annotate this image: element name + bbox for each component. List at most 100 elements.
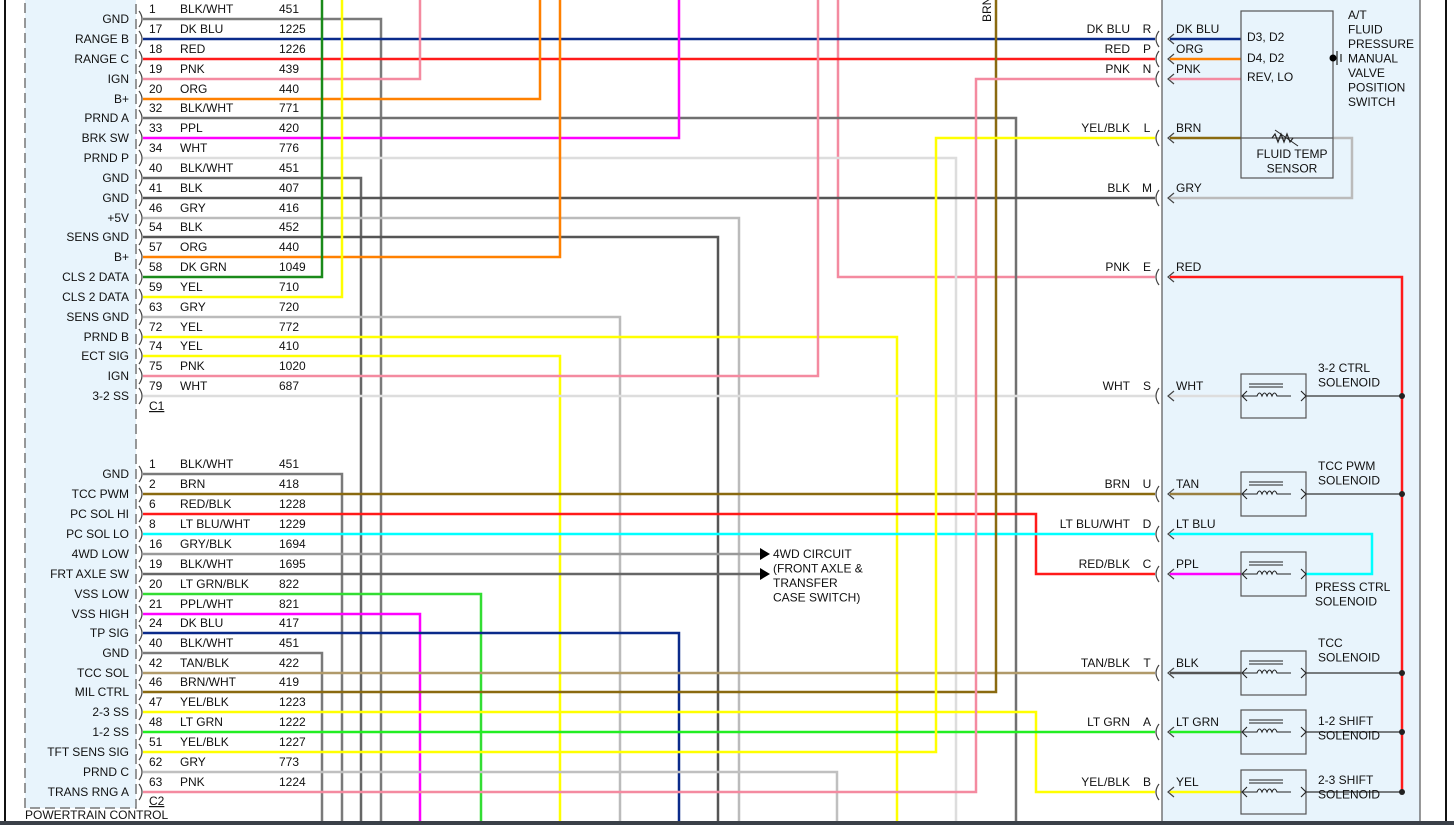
pin-function-label: PC SOL LO	[66, 527, 129, 541]
circuit-number: 451	[279, 2, 299, 16]
pin-number: 42	[149, 656, 163, 670]
harness-color-label: TAN/BLK	[1081, 656, 1130, 670]
pin-number: 17	[149, 22, 163, 36]
circuit-number: 1695	[279, 557, 306, 571]
pin-terminal-icon	[138, 209, 143, 227]
pin-function-label: B+	[114, 250, 129, 264]
wire-color-label: PNK	[180, 62, 205, 76]
pin-number: 32	[149, 101, 163, 115]
pin-function-label: GND	[102, 467, 129, 481]
connector-terminal-icon	[1155, 189, 1160, 207]
fourwd-circuit-note: CASE SWITCH)	[773, 591, 860, 605]
harness-color-label: BRN	[1105, 477, 1130, 491]
wire-c1-54	[143, 235, 720, 825]
pin-number: 16	[149, 537, 163, 551]
ground-point-icon	[1329, 54, 1337, 62]
circuit-number: 440	[279, 82, 299, 96]
junction-dot-icon	[1399, 393, 1405, 399]
pin-number: 75	[149, 359, 163, 373]
wire-color-label: GRY/BLK	[180, 537, 232, 551]
pin-number: 6	[149, 497, 156, 511]
internal-color-label: PNK	[1176, 62, 1201, 76]
wire-c1-57	[143, 0, 562, 259]
junction-dot-icon	[1399, 729, 1405, 735]
connector-pin-letter: R	[1143, 22, 1152, 36]
pin-terminal-icon	[138, 525, 143, 543]
pin-function-label: IGN	[108, 72, 129, 86]
wire-color-label: BLK/WHT	[180, 161, 234, 175]
pin-function-label: SENS GND	[66, 230, 129, 244]
wire-color-label: BRN/WHT	[180, 675, 237, 689]
circuit-number: 420	[279, 121, 299, 135]
pin-number: 62	[149, 755, 163, 769]
internal-color-label: LT GRN	[1176, 715, 1219, 729]
connector-terminal-icon	[1155, 387, 1160, 405]
wire-color-label: BLK/WHT	[180, 636, 234, 650]
circuit-number: 720	[279, 300, 299, 314]
pin-number: 46	[149, 201, 163, 215]
wire-c1-1	[143, 17, 383, 825]
arrow-icon	[1167, 33, 1175, 45]
switch-contact-label: D3, D2	[1247, 30, 1285, 44]
pin-function-label: MIL CTRL	[75, 685, 130, 699]
pin-terminal-icon	[138, 50, 143, 68]
pin-number: 57	[149, 240, 163, 254]
wire-pnk-e	[836, 0, 1155, 279]
circuit-number: 771	[279, 101, 299, 115]
arrow-icon	[1241, 726, 1307, 738]
connector-terminal-icon	[1155, 525, 1160, 543]
pin-terminal-icon	[138, 10, 143, 28]
internal-color-label: RED	[1176, 260, 1202, 274]
pin-function-label: FRT AXLE SW	[50, 567, 130, 581]
wire-color-label: PNK	[180, 359, 205, 373]
pin-terminal-icon	[138, 387, 143, 405]
internal-color-label: WHT	[1176, 379, 1204, 393]
wire-color-label: YEL/BLK	[180, 695, 229, 709]
switch-contact-label: REV, LO	[1247, 70, 1293, 84]
connector-pin-letter: E	[1143, 260, 1151, 274]
connector-pin-letter: U	[1143, 477, 1152, 491]
circuit-number: 1229	[279, 517, 306, 531]
pin-terminal-icon	[138, 328, 143, 346]
wire-color-label: BLK/WHT	[180, 557, 234, 571]
wire-color-label: WHT	[180, 379, 208, 393]
pin-function-label: CLS 2 DATA	[62, 290, 129, 304]
pin-number: 48	[149, 715, 163, 729]
pin-terminal-icon	[138, 169, 143, 187]
pin-number: 58	[149, 260, 163, 274]
solenoid-coil-icon	[1243, 779, 1291, 794]
solenoid-label: SOLENOID	[1318, 474, 1380, 488]
pin-terminal-icon	[138, 703, 143, 721]
connector-terminal-icon	[1155, 30, 1160, 48]
wire-color-label: PPL/WHT	[180, 597, 234, 611]
wire-c2-21	[143, 612, 422, 825]
wire-c2-47	[143, 710, 1155, 794]
solenoid-coil-icon	[1243, 719, 1291, 734]
connector-terminal-icon	[1155, 50, 1160, 68]
wire-color-label: RED/BLK	[180, 497, 231, 511]
circuit-number: 416	[279, 201, 299, 215]
switch-contact-label: D4, D2	[1247, 51, 1285, 65]
solenoid-label: SOLENOID	[1315, 595, 1377, 609]
wire-color-label: GRY	[180, 755, 206, 769]
arrow-icon	[1241, 390, 1307, 402]
connector-terminal-icon	[1155, 664, 1160, 682]
wire-color-label: WHT	[180, 141, 208, 155]
arrow-icon	[1167, 786, 1175, 798]
pin-terminal-icon	[138, 129, 143, 147]
harness-color-label: LT GRN	[1087, 715, 1130, 729]
solenoid-coil-icon	[1243, 481, 1291, 496]
pin-function-label: TCC SOL	[77, 666, 129, 680]
harness-color-label: WHT	[1103, 379, 1131, 393]
wire-color-label: RED	[180, 42, 206, 56]
solenoid-label: TCC PWM	[1318, 459, 1375, 473]
circuit-number: 452	[279, 220, 299, 234]
harness-color-label: PNK	[1105, 62, 1130, 76]
internal-color-label: BRN	[1176, 121, 1201, 135]
wire-color-label: YEL	[180, 280, 203, 294]
pin-terminal-icon	[138, 109, 143, 127]
pin-number: 51	[149, 735, 163, 749]
connector-pin-letter: D	[1143, 517, 1152, 531]
wire-color-label: ORG	[180, 82, 207, 96]
wire-c1-58	[143, 0, 324, 279]
